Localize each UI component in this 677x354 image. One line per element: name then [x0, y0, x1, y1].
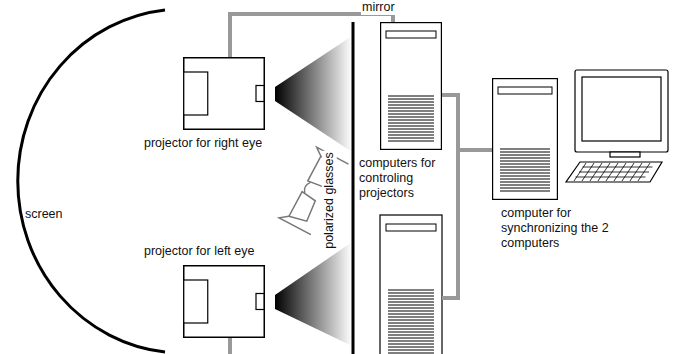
projector: projector for right eye	[183, 57, 265, 130]
node-label: projector for right eye	[143, 136, 263, 151]
screen-label: screen	[24, 207, 64, 222]
tower-shape	[492, 78, 558, 200]
projector-shape	[183, 265, 265, 338]
projector: projector for left eye	[183, 265, 265, 338]
control-computer	[380, 215, 442, 354]
mirror-label: mirror	[361, 0, 396, 15]
mirror-line	[352, 22, 355, 354]
light-beam	[275, 36, 352, 152]
node-label: computers for controling projectors	[358, 156, 452, 201]
monitor	[566, 70, 668, 182]
polarized-glasses	[279, 147, 348, 235]
node-label: projector for left eye	[143, 244, 255, 259]
projector-shape	[183, 57, 265, 130]
node-label: computer for synchronizing the 2 compute…	[500, 206, 614, 251]
light-beam	[275, 242, 352, 346]
cable	[442, 95, 492, 150]
glasses-label: polarized glasses	[322, 151, 337, 250]
wire	[228, 338, 232, 354]
screen-arc	[18, 10, 165, 352]
sync-computer: computer for synchronizing the 2 compute…	[492, 78, 558, 200]
control-computer: computers for controling projectors	[380, 22, 442, 150]
tower-shape	[380, 22, 442, 150]
cable	[230, 14, 393, 57]
